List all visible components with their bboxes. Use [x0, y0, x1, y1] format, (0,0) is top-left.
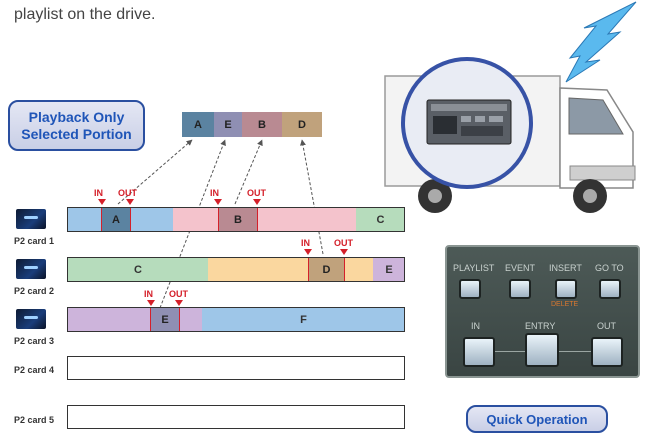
- in-marker-arrow: [214, 199, 222, 205]
- goto-button[interactable]: [599, 279, 621, 299]
- out-marker-label: OUT: [118, 188, 137, 198]
- entry-button-label: ENTRY: [525, 321, 556, 331]
- selected-segment-d: D: [308, 258, 345, 281]
- out-marker-arrow: [253, 199, 261, 205]
- p2-card-5-label: P2 card 5: [14, 415, 55, 425]
- p2-card-1-timeline: C A B: [67, 207, 405, 232]
- in-marker-label: IN: [210, 188, 219, 198]
- in-marker-arrow: [147, 300, 155, 306]
- playlist-segment-e: E: [214, 112, 242, 137]
- in-button-label: IN: [471, 321, 480, 331]
- quick-operation-badge: Quick Operation: [466, 405, 608, 433]
- out-marker-label: OUT: [169, 289, 188, 299]
- out-button[interactable]: [591, 337, 623, 367]
- insert-button-label: INSERT: [549, 263, 582, 273]
- playlist-button-label: PLAYLIST: [453, 263, 495, 273]
- in-marker-arrow: [304, 249, 312, 255]
- out-marker-arrow: [126, 199, 134, 205]
- playlist-button[interactable]: [459, 279, 481, 299]
- in-button[interactable]: [463, 337, 495, 367]
- lightning-bolt-icon: [565, 1, 637, 83]
- out-marker-arrow: [175, 300, 183, 306]
- entry-button[interactable]: [525, 333, 559, 367]
- clip-segment: [208, 258, 373, 281]
- clip-segment-f: F: [202, 308, 404, 331]
- p2-card-2-timeline: C E D: [67, 257, 405, 282]
- out-marker-arrow: [340, 249, 348, 255]
- clip-segment: [173, 208, 356, 231]
- playlist-segment-b: B: [242, 112, 282, 137]
- out-marker-label: OUT: [247, 188, 266, 198]
- in-marker-label: IN: [144, 289, 153, 299]
- playlist-segment-d: D: [282, 112, 322, 137]
- event-button-label: EVENT: [505, 263, 536, 273]
- out-button-label: OUT: [597, 321, 616, 331]
- broadcast-truck-image: [384, 57, 636, 213]
- in-marker-arrow: [98, 199, 106, 205]
- p2-card-1-label: P2 card 1: [14, 236, 55, 246]
- playback-only-badge: Playback Only Selected Portion: [8, 100, 145, 151]
- p2-card-4-timeline: [67, 356, 405, 380]
- event-button[interactable]: [509, 279, 531, 299]
- p2-card-2-label: P2 card 2: [14, 286, 55, 296]
- insert-button[interactable]: [555, 279, 577, 299]
- p2-card-3-label: P2 card 3: [14, 336, 55, 346]
- in-marker-label: IN: [301, 238, 310, 248]
- playlist-segment-a: A: [182, 112, 214, 137]
- p2-card-3-timeline: F E: [67, 307, 405, 332]
- clip-segment-c: C: [134, 263, 142, 276]
- selected-segment-b: B: [218, 208, 258, 231]
- p2-card-4-label: P2 card 4: [14, 365, 55, 375]
- p2-card-1-icon: [16, 209, 46, 229]
- p2-card-3-icon: [16, 309, 46, 329]
- p2-card-2-icon: [16, 259, 46, 279]
- goto-button-label: GO TO: [595, 263, 624, 273]
- selected-segment-e: E: [150, 308, 180, 331]
- intro-text: playlist on the drive.: [14, 6, 156, 23]
- control-panel: PLAYLIST EVENT INSERT GO TO DELETE IN EN…: [445, 245, 640, 378]
- delete-sub-label: DELETE: [551, 301, 579, 308]
- clip-segment-c: C: [356, 208, 404, 231]
- p2-card-5-timeline: [67, 405, 405, 429]
- clip-segment-e: E: [373, 258, 404, 281]
- in-marker-label: IN: [94, 188, 103, 198]
- selected-segment-a: A: [101, 208, 131, 231]
- out-marker-label: OUT: [334, 238, 353, 248]
